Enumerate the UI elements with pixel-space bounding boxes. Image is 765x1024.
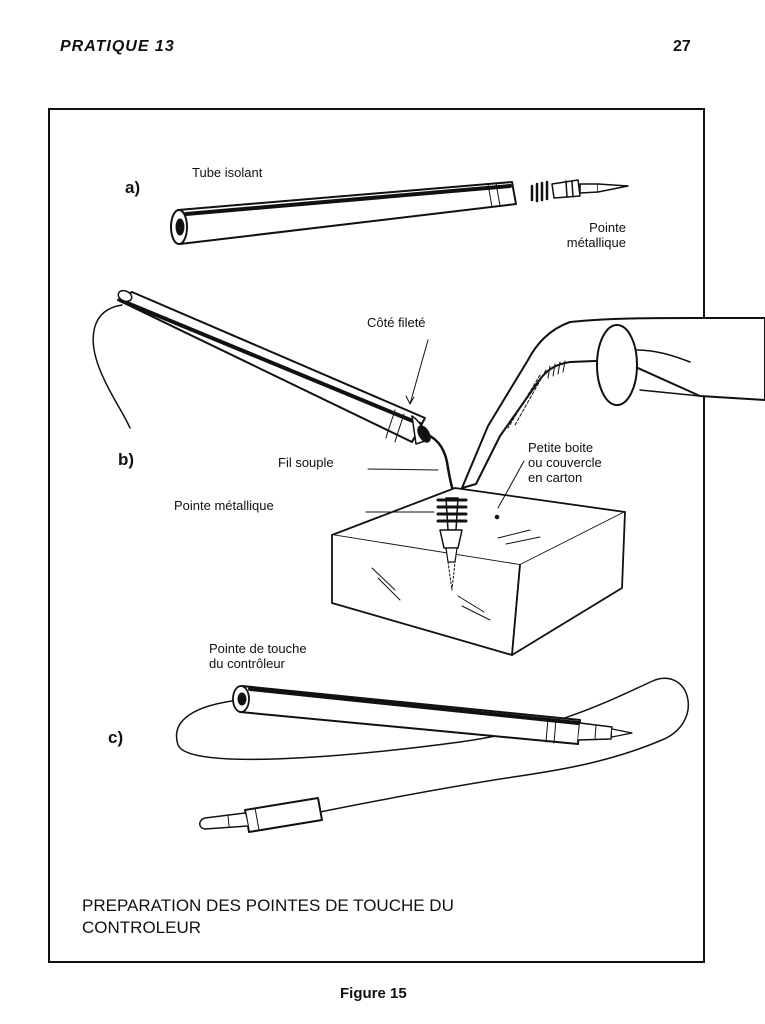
metal-tip-label-a: Pointe métallique bbox=[566, 220, 626, 250]
flexible-wire-tail bbox=[92, 304, 131, 429]
leader-lines bbox=[365, 339, 525, 520]
part-a-letter: a) bbox=[125, 178, 141, 197]
figure-frame bbox=[48, 108, 705, 963]
metal-tip-a bbox=[530, 179, 629, 203]
flexible-wire bbox=[424, 432, 456, 496]
test-probe-c bbox=[232, 685, 633, 745]
page-number: 27 bbox=[673, 38, 691, 55]
probe-label: Pointe de touche du contrôleur bbox=[209, 641, 307, 671]
figure-number: Figure 15 bbox=[340, 985, 407, 1002]
soldering-iron bbox=[461, 317, 765, 489]
figure-caption: PREPARATION DES POINTES DE TOUCHE DU CON… bbox=[82, 896, 454, 937]
cardboard-box bbox=[331, 487, 626, 656]
part-b-letter: b) bbox=[118, 450, 135, 469]
probe-lead-wire bbox=[175, 677, 690, 813]
threaded-side-label: Côté fileté bbox=[367, 315, 426, 330]
section-header: PRATIQUE 13 bbox=[60, 38, 175, 55]
banana-plug bbox=[199, 797, 323, 833]
metal-tip-label-b: Pointe métallique bbox=[174, 498, 274, 513]
flexible-wire-label: Fil souple bbox=[278, 455, 334, 470]
insulating-tube-b bbox=[117, 289, 431, 445]
metal-tip-b bbox=[436, 497, 468, 591]
cardboard-box-label: Petite boite ou couvercle en carton bbox=[528, 440, 602, 485]
part-c-letter: c) bbox=[108, 728, 124, 747]
tube-isolant-label: Tube isolant bbox=[192, 165, 263, 180]
insulating-tube-a bbox=[170, 181, 517, 245]
